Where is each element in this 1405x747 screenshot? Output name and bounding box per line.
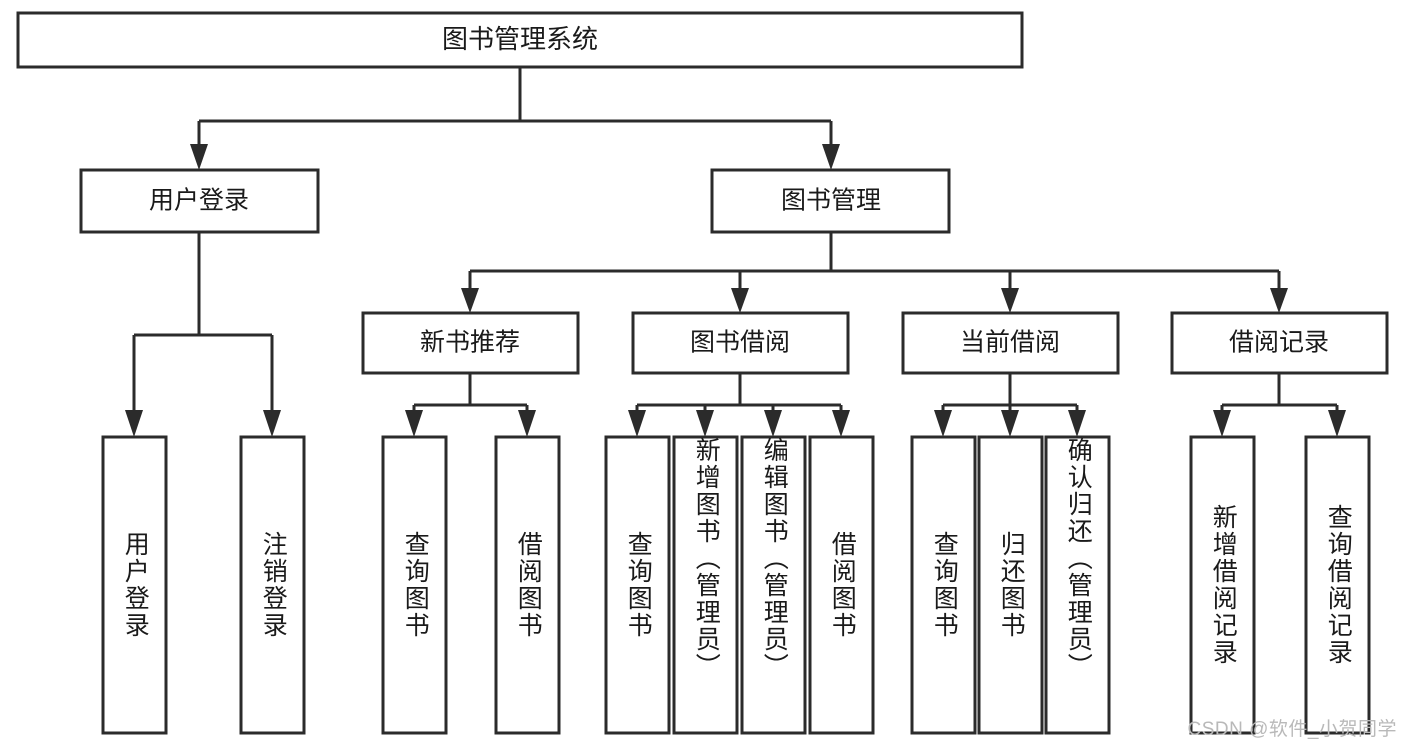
arrow-current-leaf-3 xyxy=(1068,410,1086,437)
arrow-root-to-manage xyxy=(822,144,840,170)
arrow-records-leaf-2 xyxy=(1328,410,1346,437)
leaf-box-borrow-3[interactable] xyxy=(740,435,807,735)
arrow-new-leaf-1 xyxy=(405,410,423,437)
arrow-records-leaf-1 xyxy=(1213,410,1231,437)
node-user-login-box[interactable] xyxy=(79,168,320,234)
node-root-box[interactable] xyxy=(16,11,1024,69)
node-current-borrow[interactable]: 当前借阅 xyxy=(901,311,1120,375)
node-root[interactable]: 图书管理系统 xyxy=(16,11,1024,69)
node-borrow-records[interactable]: 借阅记录 xyxy=(1170,311,1389,375)
leaf-box-records-1[interactable] xyxy=(1189,435,1256,735)
node-book-manage-label: 图书管理 xyxy=(781,187,881,215)
arrow-current-leaf-2 xyxy=(1001,410,1019,437)
node-current-borrow-box[interactable] xyxy=(901,311,1120,375)
arrow-manage-to-records xyxy=(1270,288,1288,313)
node-book-borrow-box[interactable] xyxy=(631,311,850,375)
arrow-root-to-login xyxy=(190,144,208,170)
arrow-borrow-leaf-1 xyxy=(628,410,646,437)
arrow-borrow-leaf-2 xyxy=(696,410,714,437)
arrow-borrow-leaf-4 xyxy=(832,410,850,437)
leaf-box-current-1[interactable] xyxy=(910,435,977,735)
leaf-box-records-2[interactable] xyxy=(1304,435,1371,735)
leaf-box-current-3[interactable] xyxy=(1044,435,1111,735)
leaf-box-new-book-1[interactable] xyxy=(381,435,448,735)
node-new-book[interactable]: 新书推荐 xyxy=(361,311,580,375)
node-borrow-records-box[interactable] xyxy=(1170,311,1389,375)
arrow-login-leaf-2 xyxy=(263,410,281,437)
node-book-manage-box[interactable] xyxy=(710,168,951,234)
leaf-boxes xyxy=(101,435,1371,735)
leaf-box-borrow-4[interactable] xyxy=(808,435,875,735)
node-book-borrow-label: 图书借阅 xyxy=(690,329,790,357)
node-root-label: 图书管理系统 xyxy=(442,24,598,54)
node-user-login-label: 用户登录 xyxy=(149,187,249,215)
arrow-borrow-leaf-3 xyxy=(764,410,782,437)
leaf-box-current-2[interactable] xyxy=(977,435,1044,735)
node-user-login[interactable]: 用户登录 xyxy=(79,168,320,234)
arrow-login-leaf-1 xyxy=(125,410,143,437)
leaf-box-borrow-1[interactable] xyxy=(604,435,671,735)
node-borrow-records-label: 借阅记录 xyxy=(1229,329,1329,357)
leaf-box-user-login-2[interactable] xyxy=(239,435,306,735)
arrow-manage-to-borrow xyxy=(731,288,749,313)
node-book-manage[interactable]: 图书管理 xyxy=(710,168,951,234)
arrow-new-leaf-2 xyxy=(518,410,536,437)
arrow-manage-to-current xyxy=(1001,288,1019,313)
node-new-book-label: 新书推荐 xyxy=(420,329,520,357)
arrow-manage-to-new xyxy=(461,288,479,313)
csdn-watermark: CSDN @软件_小贺同学 xyxy=(1187,719,1397,740)
node-book-borrow[interactable]: 图书借阅 xyxy=(631,311,850,375)
leaf-box-borrow-2[interactable] xyxy=(672,435,739,735)
leaf-box-new-book-2[interactable] xyxy=(494,435,561,735)
connectors xyxy=(125,67,1346,437)
arrow-current-leaf-1 xyxy=(934,410,952,437)
node-new-book-box[interactable] xyxy=(361,311,580,375)
leaf-box-user-login-1[interactable] xyxy=(101,435,168,735)
node-current-borrow-label: 当前借阅 xyxy=(960,329,1060,357)
